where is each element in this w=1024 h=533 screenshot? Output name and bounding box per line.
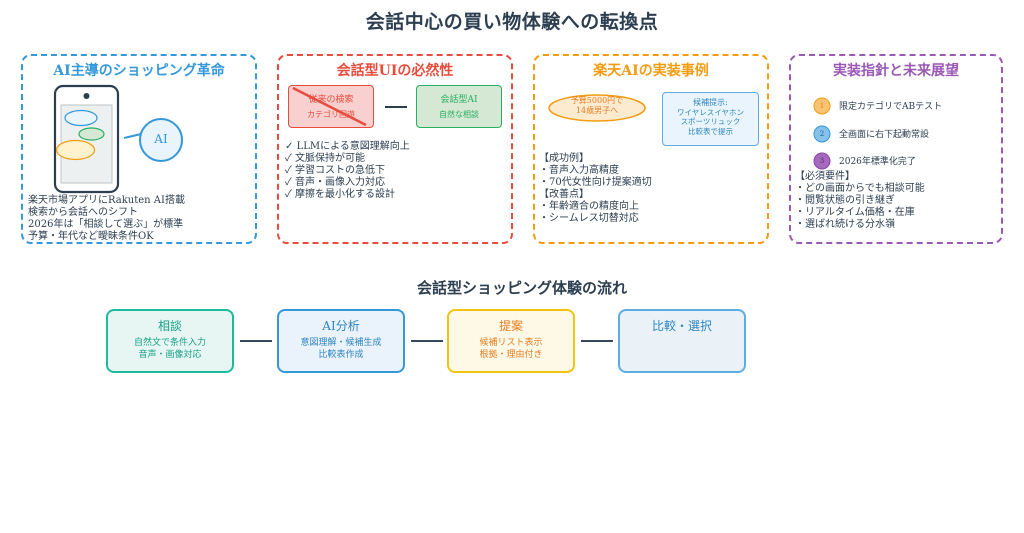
panel-line: 楽天市場アプリにRakuten AI搭載 — [28, 195, 185, 206]
conversational-ai-subtitle: 自然な相談 — [439, 110, 479, 119]
panel-title: 実装指針と未来展望 — [833, 63, 959, 79]
roadmap-circles — [813, 97, 831, 170]
panel-line: 2026年は「相談して選ぶ」が標準 — [28, 219, 184, 230]
flow-step-desc: 候補リスト表示 — [479, 338, 543, 348]
flow-step-ai-analysis: AI分析 意図理解・候補生成 比較表作成 — [277, 309, 405, 373]
ai-label: AI — [154, 132, 168, 146]
flow-connector — [411, 340, 443, 342]
flow-title: 会話型ショッピング体験の流れ — [416, 279, 627, 297]
chat-bubble-blue — [64, 109, 98, 127]
conversational-ai-box: 会話型AI 自然な相談 — [416, 85, 502, 128]
success-item: ・70代女性向け提案適切 — [539, 177, 652, 188]
panel-rakuten-ai-case: 楽天AIの実装事例 予算5000円で 14歳男子へ 候補提示: ワイヤレスイヤホ… — [533, 54, 769, 244]
candidate-box: 候補提示: ワイヤレスイヤホン スポーツリュック 比較表で提示 — [662, 92, 759, 146]
requirement-item: ・選ばれ続ける分水嶺 — [795, 219, 895, 230]
old-search-title: 従来の検索 — [308, 95, 354, 105]
step-label: 限定カテゴリでABテスト — [839, 102, 943, 112]
check-item: ✓ 摩擦を最小化する設計 — [285, 189, 396, 200]
requirement-item: ・どの画面からでも相談可能 — [795, 183, 925, 194]
panel-implementation-outlook: 実装指針と未来展望 1 2 3 限定カテゴリでABテスト 全画面に右下起動常設 … — [789, 54, 1003, 244]
old-search-subtitle: カテゴリ回遊 — [307, 110, 355, 119]
panel-conversational-ui-necessity: 会話型UIの必然性 従来の検索 カテゴリ回遊 会話型AI 自然な相談 ✓ LLM… — [277, 54, 513, 244]
strike-overlay — [292, 86, 407, 127]
flow-connector — [581, 340, 613, 342]
step-number: 1 — [819, 102, 825, 110]
panel-line: 検索から会話へのシフト — [28, 207, 138, 218]
step-label: 全画面に右下起動常設 — [839, 130, 930, 140]
flow-step-compare-select: 比較・選択 — [618, 309, 746, 373]
query-bubble-text: 予算5000円で 14歳男子へ — [570, 96, 624, 115]
flow-step-desc: 自然文で条件入力 — [133, 338, 206, 348]
phone-camera-icon — [83, 93, 90, 99]
query-bubble-shape — [548, 94, 646, 122]
flow-step-consult: 相談 自然文で条件入力 音声・画像対応 — [106, 309, 234, 373]
step-label: 2026年標準化完了 — [839, 157, 916, 167]
improve-header: 【改善点】 — [539, 189, 589, 200]
flow-step-desc: 比較表作成 — [318, 350, 364, 360]
panel-title: 楽天AIの実装事例 — [593, 63, 709, 79]
strike-through-icon — [292, 86, 367, 127]
success-item: ・音声入力高精度 — [539, 165, 619, 176]
improve-item: ・シームレス切替対応 — [539, 213, 639, 224]
requirement-item: ・リアルタイム価格・在庫 — [795, 207, 915, 218]
page-title: 会話中心の買い物体験への転換点 — [365, 11, 659, 33]
flow-step-desc: 意図理解・候補生成 — [300, 338, 382, 348]
panel-ai-shopping-revolution: AI主導のショッピング革命 AI 楽天市場アプリにRakuten AI搭載 検索… — [21, 54, 257, 244]
check-item: ✓ LLMによる意図理解向上 — [285, 141, 410, 152]
improve-item: ・年齢適合の精度向上 — [539, 201, 639, 212]
success-header: 【成功例】 — [539, 153, 589, 164]
step-circle-3-icon — [813, 152, 831, 170]
chat-bubble-orange — [55, 139, 96, 161]
check-icon: ✓ — [285, 153, 292, 164]
flow-step-title: 比較・選択 — [651, 319, 712, 333]
flow-connector — [240, 340, 272, 342]
flow-step-title: 提案 — [498, 319, 523, 333]
query-bubble-icon — [548, 94, 646, 122]
phone-illustration — [53, 84, 183, 194]
requirement-item: ・閲覧状態の引き継ぎ — [795, 195, 895, 206]
check-item: ✓ 音声・画像入力対応 — [285, 177, 386, 188]
flow-step-proposal: 提案 候補リスト表示 根拠・理由付き — [447, 309, 575, 373]
flow-step-title: AI分析 — [322, 319, 360, 333]
check-item: ✓ 文脈保持が可能 — [285, 153, 366, 164]
flow-step-desc: 根拠・理由付き — [479, 350, 543, 360]
step-circle-1-icon — [813, 97, 831, 115]
step-number: 2 — [819, 130, 825, 138]
check-icon: ✓ — [285, 189, 292, 200]
panel-title: AI主導のショッピング革命 — [53, 63, 225, 79]
flow-step-title: 相談 — [157, 319, 182, 333]
check-item: ✓ 学習コストの急低下 — [285, 165, 386, 176]
panel-line: 予算・年代など曖昧条件OK — [28, 231, 154, 242]
check-icon: ✓ — [285, 165, 292, 176]
check-icon: ✓ — [285, 177, 292, 188]
step-circle-2-icon — [813, 125, 831, 143]
flow-step-desc: 音声・画像対応 — [138, 350, 202, 360]
panel-title: 会話型UIの必然性 — [336, 63, 454, 79]
ai-circle-icon — [139, 118, 183, 162]
requirements-header: 【必須要件】 — [795, 171, 855, 182]
step-number: 3 — [819, 157, 825, 165]
check-icon: ✓ — [285, 141, 294, 152]
chat-bubble-green — [78, 127, 105, 141]
conversational-ai-title: 会話型AI — [440, 95, 478, 105]
connector-line — [123, 133, 142, 139]
